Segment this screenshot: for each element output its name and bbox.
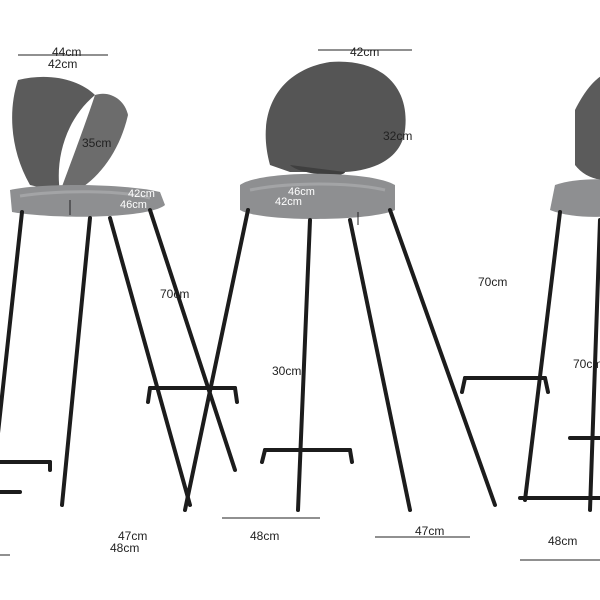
dim-right-leg-height: 70cm [573, 357, 600, 371]
dim-left-footrest-height: 30cm [272, 364, 301, 378]
dim-center-back-height: 32cm [383, 129, 412, 143]
stool-left-legs [0, 208, 239, 507]
dim-left-top-width-b: 42cm [48, 57, 77, 71]
stool-right-seat [550, 179, 600, 217]
stool-left-backrest [12, 76, 95, 192]
dim-left-leg-height: 70cm [160, 287, 189, 301]
stool-center-legs [183, 208, 550, 512]
dim-center-base-width: 48cm [250, 529, 279, 543]
dim-right-base-width: 48cm [548, 534, 577, 548]
dim-left-seat-width: 46cm [120, 199, 147, 211]
stool-right-backrest [575, 76, 600, 180]
dim-left-base-width: 48cm [110, 541, 139, 555]
stool-center-backrest [265, 61, 406, 173]
bar-stool-three-quarter-view: 70cm 47cm 48cm [415, 76, 600, 561]
dim-left-top-width-a: 44cm [52, 45, 81, 59]
dim-center-top-width: 42cm [350, 45, 379, 59]
stool-right-legs [518, 210, 600, 512]
stool-center-seat [240, 173, 395, 219]
dim-center-seat-depth: 42cm [275, 196, 302, 208]
dim-left-back-height: 35cm [82, 136, 111, 150]
dim-right-base-depth: 47cm [415, 524, 444, 538]
dim-center-seat-width: 46cm [288, 186, 315, 198]
dim-left-seat-depth: 42cm [128, 188, 155, 200]
dim-center-leg-height: 70cm [478, 275, 507, 289]
bar-stool-front-view: 42cm 32cm 46cm 42cm 70cm 48cm [183, 45, 550, 543]
bar-stool-side-view: 44cm 42cm 35cm 42cm 46cm 70cm 30cm 47cm … [0, 45, 301, 556]
stool-left-backrest-edge [60, 93, 128, 192]
dim-left-base-depth: 47cm [118, 529, 147, 543]
